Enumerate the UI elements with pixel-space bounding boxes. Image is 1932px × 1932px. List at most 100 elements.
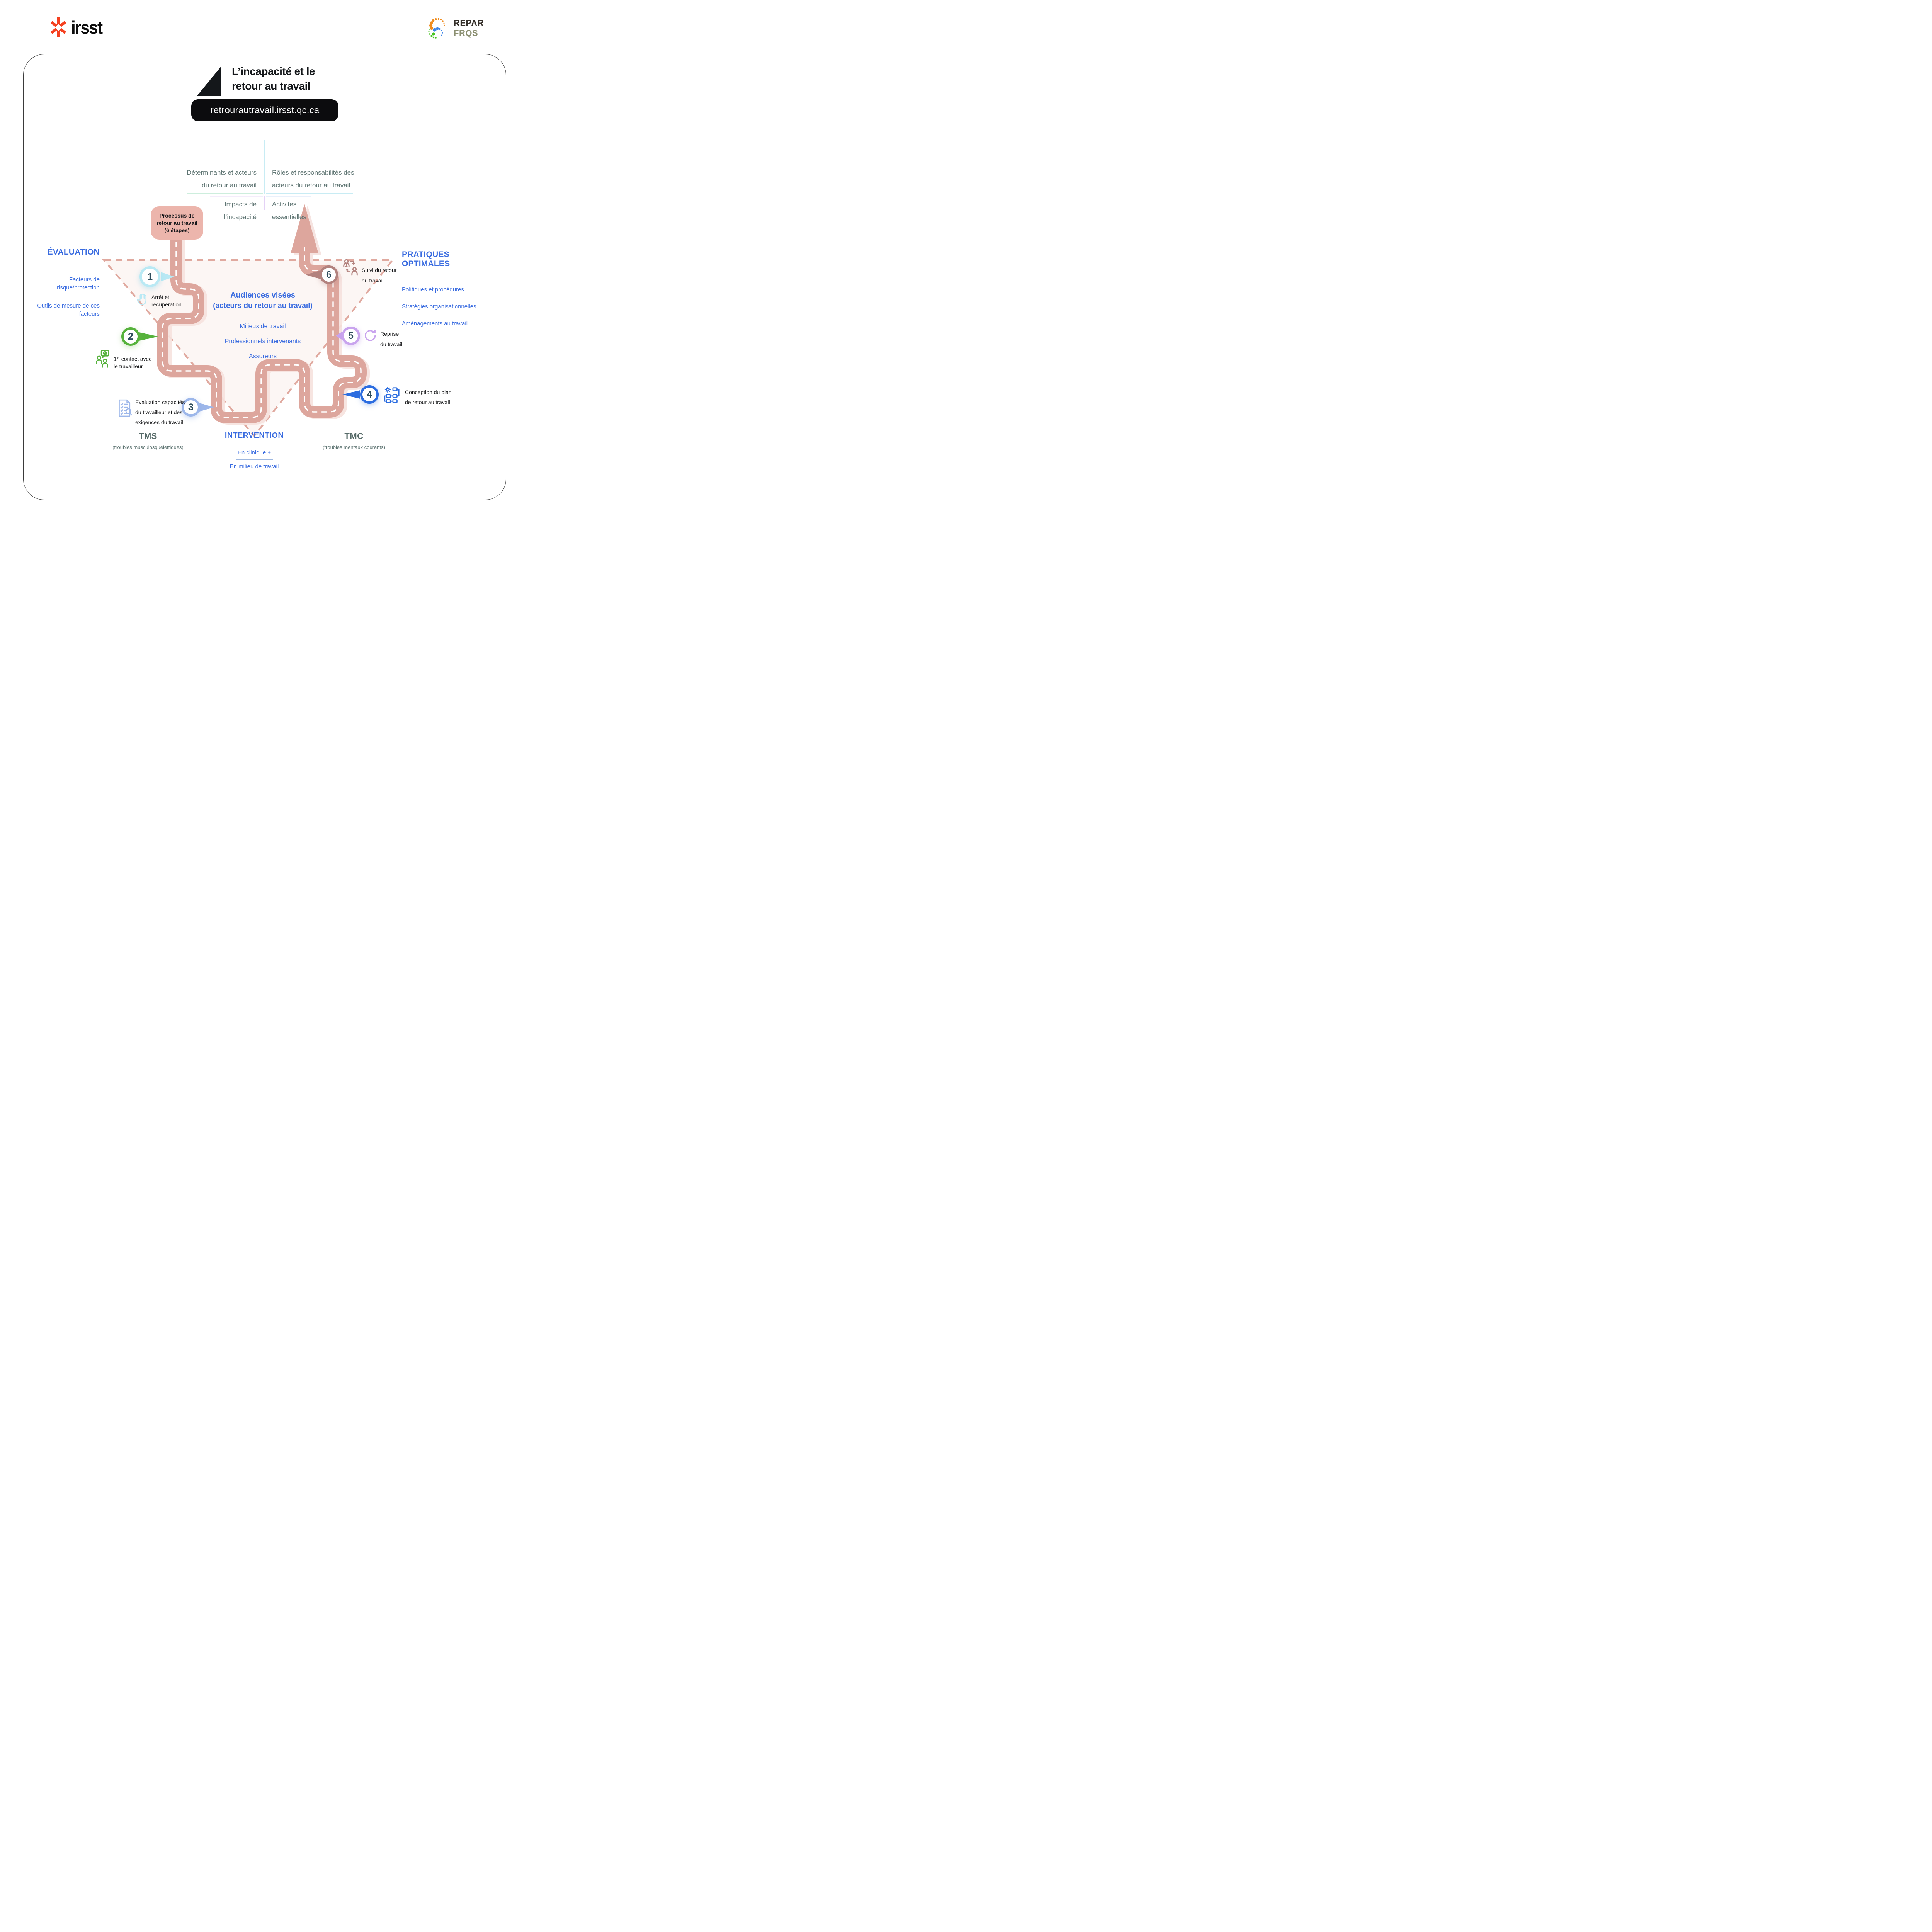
step-6-pointer bbox=[306, 270, 320, 279]
step-3-label-line1: Évaluation capacités bbox=[135, 399, 185, 405]
evaluation-item-1: Facteurs de risque/protection bbox=[23, 276, 100, 292]
quadrant-top-right: Rôles et responsabilités des acteurs du … bbox=[272, 166, 376, 192]
intervention-item-2: En milieu de travail bbox=[230, 463, 279, 470]
step-5-number: 5 bbox=[348, 330, 354, 341]
title-line-1: L’incapacité et le bbox=[232, 65, 315, 77]
step-4-number: 4 bbox=[367, 389, 372, 400]
quadrant-top-left: Déterminants et acteurs du retour au tra… bbox=[162, 166, 257, 192]
step-5-circle: 5 bbox=[342, 327, 360, 345]
quadrant-line-top-left bbox=[187, 193, 263, 194]
first-contact-people-icon bbox=[96, 350, 109, 368]
step-3-pointer bbox=[199, 403, 214, 412]
callout-line3: (6 étapes) bbox=[164, 227, 190, 233]
tmc-subtitle: (troubles mentaux courants) bbox=[323, 444, 385, 450]
step-5-pointer bbox=[336, 332, 342, 340]
plan-design-flowchart-icon bbox=[384, 386, 400, 403]
hand-stop-icon bbox=[137, 294, 147, 305]
pratiques-item-1: Politiques et procédures bbox=[402, 286, 464, 293]
step-4-pointer bbox=[342, 390, 360, 399]
evaluation-item1-line1: Facteurs de bbox=[69, 276, 100, 283]
repar-frqs-logo: REPAR FRQS bbox=[427, 17, 484, 39]
quadrant-br-line1: Activités bbox=[272, 201, 297, 208]
tms-title: TMS bbox=[139, 431, 157, 441]
follow-up-people-icon bbox=[343, 259, 358, 276]
pratiques-section: PRATIQUES OPTIMALES Politiques et procéd… bbox=[402, 250, 497, 328]
repar-dots-icon bbox=[428, 18, 445, 39]
step-3-label: Évaluation capacités du travailleur et d… bbox=[135, 397, 185, 427]
evaluation-item2-line2: facteurs bbox=[79, 311, 100, 317]
audiences-item-1: Milieux de travail bbox=[240, 323, 286, 330]
callout-line1: Processus de bbox=[159, 212, 195, 219]
step-1-number: 1 bbox=[147, 270, 153, 282]
dashed-triangle bbox=[102, 259, 395, 437]
audiences-section: Audiences visées (acteurs du retour au t… bbox=[185, 290, 340, 361]
step-1-circle: 1 bbox=[139, 266, 160, 287]
step-6-label-line2: au travail bbox=[362, 277, 384, 284]
process-callout: Processus de retour au travail (6 étapes… bbox=[151, 206, 203, 240]
step-3-label-line3: exigences du travail bbox=[135, 419, 183, 425]
step-4-label-line2: de retour au travail bbox=[405, 399, 450, 405]
step-3-label-line2: du travailleur et des bbox=[135, 409, 183, 415]
quadrant-tl-line1: Déterminants et acteurs bbox=[187, 169, 257, 176]
quadrant-tr-line1: Rôles et responsabilités des bbox=[272, 169, 354, 176]
step-5-label: Reprise du travail bbox=[380, 329, 402, 350]
work-resumption-refresh-icon bbox=[365, 329, 376, 341]
frqs-logo-text: FRQS bbox=[454, 28, 478, 38]
quadrant-tr-line2: acteurs du retour au travail bbox=[272, 182, 350, 189]
page-title: L’incapacité et le retour au travail bbox=[232, 64, 315, 94]
step-6-label: Suivi du retour au travail bbox=[362, 265, 396, 286]
quadrant-tl-line2: du retour au travail bbox=[202, 182, 257, 189]
road-arrowhead bbox=[291, 204, 318, 253]
intervention-section: INTERVENTION En clinique + En milieu de … bbox=[216, 431, 292, 470]
step-1-label-line2: récupération bbox=[151, 301, 182, 308]
step-2-pointer bbox=[139, 332, 158, 341]
audiences-item-3: Assureurs bbox=[248, 353, 277, 360]
step-6-label-line1: Suivi du retour bbox=[362, 267, 397, 273]
step-4-label-line1: Conception du plan bbox=[405, 389, 452, 395]
repar-logo-text: REPAR bbox=[454, 18, 484, 28]
evaluation-section: ÉVALUATION Facteurs de risque/protection… bbox=[23, 248, 100, 318]
audiences-heading-1: Audiences visées bbox=[230, 291, 295, 299]
step-1-pointer bbox=[161, 272, 175, 281]
step-2-label-line1: 1er contact avec bbox=[114, 355, 152, 362]
audiences-heading-2: (acteurs du retour au travail) bbox=[213, 302, 313, 310]
quadrant-line-top-right bbox=[266, 193, 353, 194]
irsst-logo-text: irsst bbox=[71, 17, 103, 37]
website-url-button[interactable]: retrourautravail.irsst.qc.ca bbox=[191, 99, 338, 121]
quadrant-bottom-right: Activités essentielles bbox=[272, 198, 376, 223]
step-5-label-line1: Reprise bbox=[380, 331, 399, 337]
tms-label: TMS (troubles musculosquelettiques) bbox=[109, 431, 187, 450]
step-3-circle: 3 bbox=[182, 398, 200, 417]
quadrant-vertical-line-bottom bbox=[264, 196, 265, 210]
infographic-page: irsst REPAR FRQS bbox=[0, 0, 527, 513]
step-4-label: Conception du plan de retour au travail bbox=[405, 387, 452, 407]
step-2-label: 1er contact avec le travailleur bbox=[114, 354, 151, 370]
intervention-heading: INTERVENTION bbox=[224, 431, 284, 440]
evaluation-item-2: Outils de mesure de ces facteurs bbox=[23, 302, 100, 318]
assessment-checklist-icon bbox=[119, 399, 132, 417]
quadrant-bl-line2: l’incapacité bbox=[224, 213, 257, 221]
pratiques-item-2: Stratégies organisationnelles bbox=[402, 303, 476, 310]
step-3-number: 3 bbox=[188, 401, 194, 413]
callout-line2: retour au travail bbox=[156, 219, 197, 226]
evaluation-item2-line1: Outils de mesure de ces bbox=[37, 303, 100, 309]
step-2-label-line2: le travailleur bbox=[114, 363, 143, 369]
quadrant-bottom-left: Impacts de l’incapacité bbox=[162, 198, 257, 223]
quadrant-bl-line1: Impacts de bbox=[224, 201, 257, 208]
audiences-item-2: Professionnels intervenants bbox=[224, 338, 301, 345]
quadrant-vertical-line-top bbox=[264, 140, 265, 194]
quadrant-br-line2: essentielles bbox=[272, 213, 306, 221]
step-5-label-line2: du travail bbox=[380, 341, 402, 347]
road-centerline bbox=[162, 232, 362, 418]
step-6-circle: 6 bbox=[320, 265, 338, 284]
step-6-number: 6 bbox=[326, 269, 332, 280]
step-1-label-line1: Arrêt et bbox=[151, 294, 169, 300]
step-2-circle: 2 bbox=[121, 327, 140, 346]
step-2-number: 2 bbox=[128, 331, 133, 342]
diagram-art bbox=[102, 140, 395, 437]
pratiques-item-3: Aménagements au travail bbox=[402, 320, 468, 327]
title-line-2: retour au travail bbox=[232, 80, 311, 92]
step-4-circle: 4 bbox=[360, 385, 379, 404]
evaluation-item1-line2: risque/protection bbox=[57, 284, 100, 291]
title-triangle-icon bbox=[197, 66, 221, 96]
